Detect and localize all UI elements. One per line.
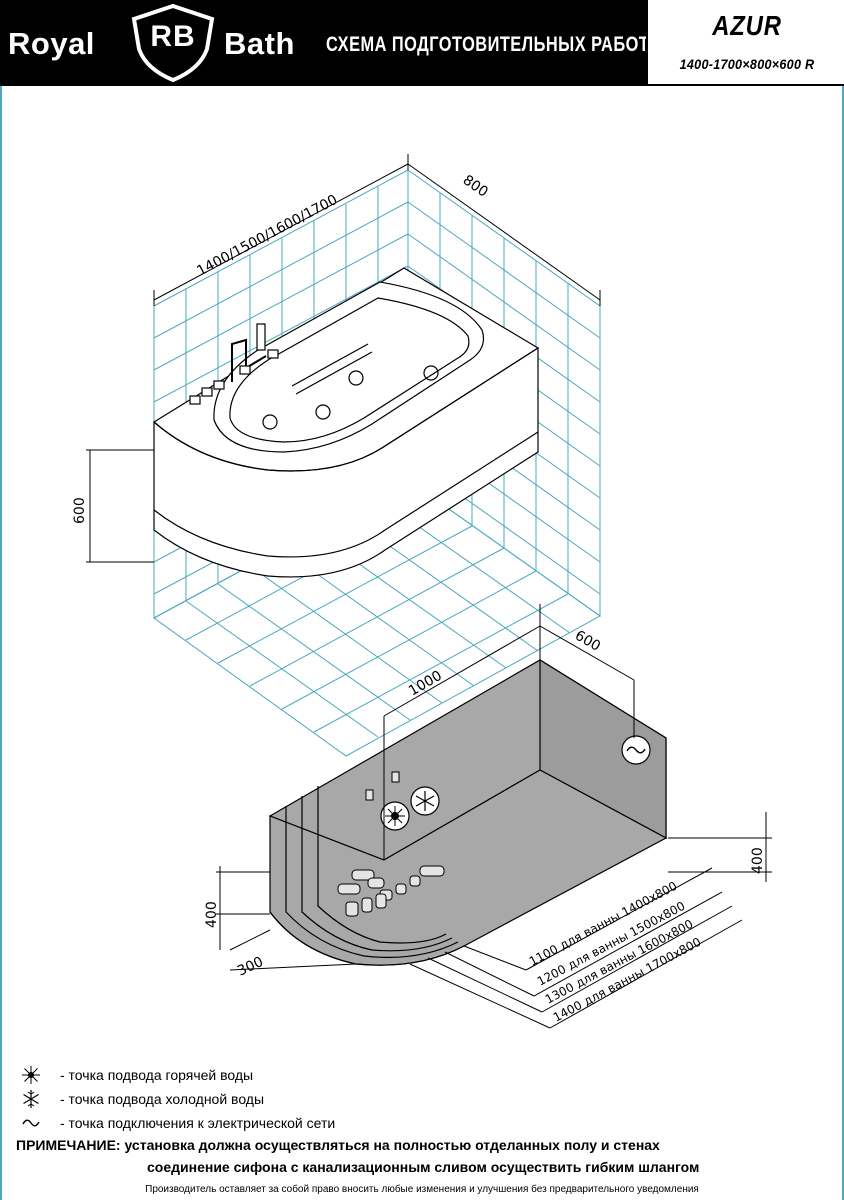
dim-height-label: 600 — [72, 497, 88, 524]
header-bar: Royal RB Bath СХЕМА ПОДГОТОВИТЕЛЬНЫХ РАБ… — [0, 0, 844, 86]
model-box: AZUR 1400-1700×800×600 R — [646, 0, 844, 86]
supply-point-hot — [380, 801, 410, 831]
supply-point-electric — [621, 735, 651, 765]
document-title: СХЕМА ПОДГОТОВИТЕЛЬНЫХ РАБОТ — [326, 33, 650, 56]
bathtub-top-view — [152, 267, 540, 578]
note-line-1: установка должна осуществляться на полно… — [124, 1137, 660, 1153]
model-dimensions: 1400-1700×800×600 R — [679, 56, 815, 72]
legend-item-hot: - точка подвода горячей воды — [16, 1065, 253, 1085]
dim-width-label: 800 — [460, 172, 491, 200]
shield-icon — [131, 3, 215, 83]
cold-water-icon — [16, 1089, 46, 1109]
dim-length-label: 1400/1500/1600/1700 — [194, 192, 340, 280]
legend-item-cold: - точка подвода холодной воды — [16, 1089, 264, 1109]
legend-text: - точка подключения к электрической сети — [60, 1115, 336, 1131]
legend-text: - точка подвода горячей воды — [60, 1067, 254, 1083]
technical-drawing: 1400/1500/1600/1700 800 600 — [72, 154, 772, 1029]
bottom-dimension-lines — [216, 604, 772, 1029]
dim-400-right-label: 400 — [750, 847, 766, 874]
legend-text: - точка подвода холодной воды — [60, 1091, 265, 1107]
note-label: ПРИМЕЧАНИЕ: — [16, 1137, 121, 1153]
supply-point-cold — [410, 786, 440, 816]
footer-disclaimer: Производитель оставляет за собой право в… — [145, 1184, 699, 1195]
note-line-2: соединение сифона с канализационным слив… — [147, 1159, 700, 1175]
dim-600-label: 600 — [572, 628, 603, 655]
dim-1000-label: 1000 — [406, 668, 445, 700]
logo-mark: RB — [150, 20, 196, 53]
top-dimension-lines — [86, 154, 601, 563]
installation-niche — [268, 658, 668, 966]
dim-400-left-label: 400 — [204, 901, 220, 928]
note-block: ПРИМЕЧАНИЕ: установка должна осуществлят… — [16, 1137, 660, 1153]
dim-300-label: 300 — [235, 954, 266, 980]
power-outlet-icon — [16, 1113, 46, 1133]
hot-water-icon — [16, 1065, 46, 1085]
fittings — [337, 771, 445, 917]
legend-item-electric: - точка подключения к электрической сети — [16, 1113, 335, 1133]
model-name: AZUR — [712, 10, 782, 41]
drawing-frame — [0, 86, 844, 1200]
logo-word-left: Royal — [8, 26, 95, 61]
brand-logo: Royal RB Bath — [0, 0, 318, 86]
logo-word-right: Bath — [224, 26, 295, 61]
